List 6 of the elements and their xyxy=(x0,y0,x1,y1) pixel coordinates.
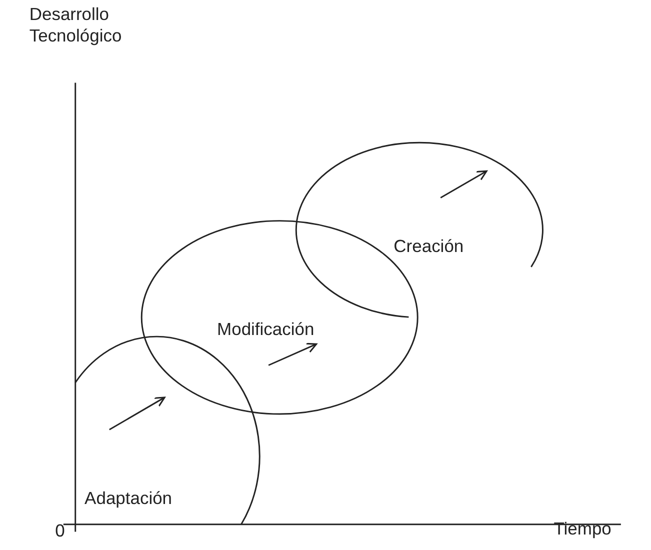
stage-label: Adaptación xyxy=(84,489,172,510)
stage-label: Modificación xyxy=(217,320,314,340)
axis-title: Tiempo xyxy=(554,518,612,540)
origin-label: 0 xyxy=(55,520,66,542)
axis-title: Desarrollo Tecnológico xyxy=(29,4,123,47)
stage-label: Creación xyxy=(394,237,464,258)
